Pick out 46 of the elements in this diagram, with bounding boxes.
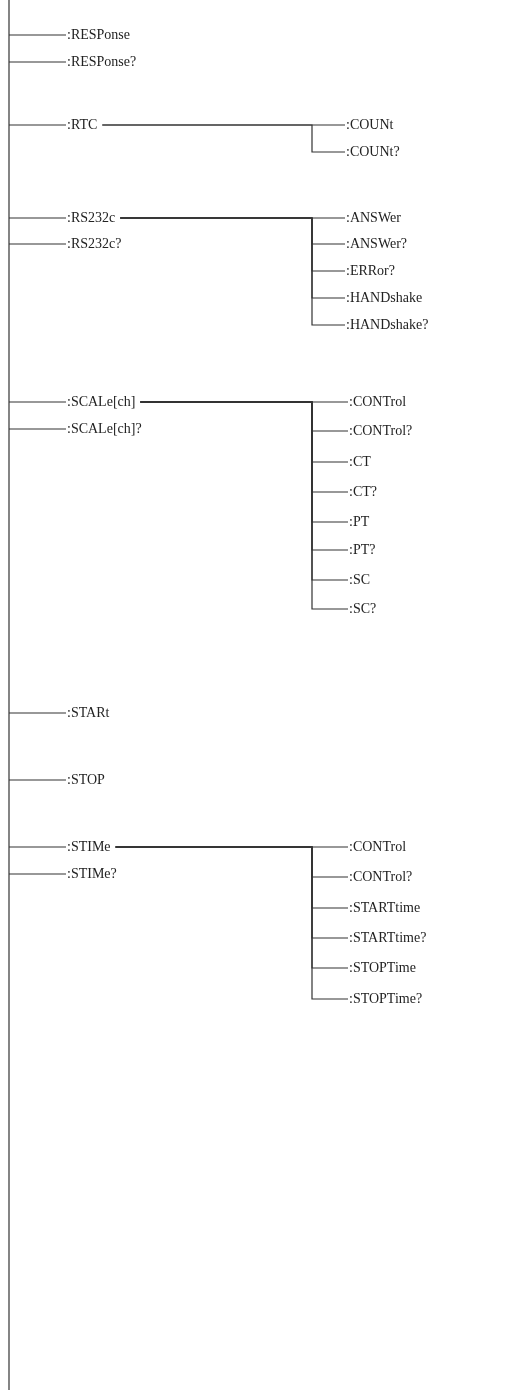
- tree-branch-line: [8, 401, 67, 403]
- command-label: :CONTrol?: [348, 422, 414, 440]
- command-label: :HANDshake?: [345, 316, 430, 334]
- command-label: :STOP: [66, 771, 106, 789]
- command-label: :STOPTime: [348, 959, 417, 977]
- command-label: :CONTrol: [348, 838, 408, 856]
- command-label: :RS232c?: [66, 235, 123, 253]
- command-label: :STIMe?: [66, 865, 118, 883]
- command-label: :SC: [348, 571, 371, 589]
- tree-branch-line: [8, 779, 67, 781]
- command-label: :STARt: [66, 704, 111, 722]
- tree-branch-line: [114, 846, 349, 1000]
- command-label: :COUNt?: [345, 143, 401, 161]
- tree-branch-line: [101, 124, 346, 153]
- tree-branch-line: [8, 243, 67, 245]
- command-label: :RESPonse?: [66, 53, 138, 71]
- command-label: :RTC: [66, 116, 99, 134]
- tree-branch-line: [8, 873, 67, 875]
- command-label: :SC?: [348, 600, 378, 618]
- command-label: :CONTrol: [348, 393, 408, 411]
- tree-branch-line: [119, 217, 346, 326]
- command-label: :ANSWer: [345, 209, 402, 227]
- command-label: :COUNt: [345, 116, 395, 134]
- tree-branch-line: [8, 124, 67, 126]
- command-label: :CT: [348, 453, 372, 471]
- command-label: :RS232c: [66, 209, 117, 227]
- command-label: :ANSWer?: [345, 235, 409, 253]
- command-label: :SCALe[ch]?: [66, 420, 143, 438]
- command-label: :HANDshake: [345, 289, 424, 307]
- command-label: :PT?: [348, 541, 377, 559]
- tree-branch-line: [8, 217, 67, 219]
- command-label: :CONTrol?: [348, 868, 414, 886]
- command-label: :SCALe[ch]: [66, 393, 137, 411]
- command-label: :STOPTime?: [348, 990, 424, 1008]
- tree-branch-line: [8, 61, 67, 63]
- tree-branch-line: [8, 34, 67, 36]
- command-label: :PT: [348, 513, 371, 531]
- command-label: :STARTtime: [348, 899, 422, 917]
- tree-branch-line: [8, 712, 67, 714]
- command-label: :STIMe: [66, 838, 112, 856]
- command-label: :STARTtime?: [348, 929, 428, 947]
- tree-branch-line: [8, 428, 67, 430]
- command-label: :ERRor?: [345, 262, 396, 280]
- tree-branch-line: [8, 846, 67, 848]
- command-label: :CT?: [348, 483, 378, 501]
- command-label: :RESPonse: [66, 26, 131, 44]
